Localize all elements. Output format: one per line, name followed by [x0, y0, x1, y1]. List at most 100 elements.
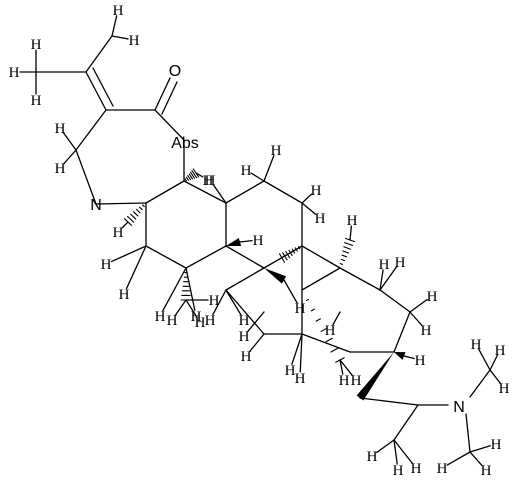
atom-label-layer: O Abs N N: [90, 63, 465, 416]
hydrogen-label: H: [367, 449, 378, 465]
c-h-bond: [291, 333, 303, 365]
c-h-bond: [489, 354, 498, 371]
hydrogen-label: H: [437, 461, 448, 477]
hash-stroke: [310, 308, 315, 312]
c-h-bond: [63, 149, 77, 165]
ring-bond: [301, 267, 341, 291]
c-h-bond: [239, 240, 253, 243]
c-h-bond: [393, 439, 398, 465]
hydrogen-label: H: [119, 287, 130, 303]
hydrogen-label: H: [203, 173, 214, 189]
c-h-bond: [212, 184, 227, 204]
hydrogen-label: H: [351, 373, 362, 389]
side-chain-wedge: [356, 352, 394, 401]
hash-stroke: [297, 246, 301, 250]
ring-bond: [225, 245, 265, 269]
c-h-bond: [301, 202, 317, 215]
c-h-bond: [125, 245, 147, 290]
hydrogen-label: H: [285, 363, 296, 379]
hydrogen-label: H: [491, 437, 502, 453]
hash-stroke: [325, 337, 333, 343]
bond-layer: [19, 15, 501, 467]
ring-bond: [339, 267, 381, 291]
hash-stroke: [339, 263, 344, 265]
n-methyl-bond: [469, 369, 491, 398]
hydrogen-label: H: [325, 323, 336, 339]
hash-stroke: [190, 171, 196, 179]
ring-bond: [185, 245, 227, 269]
c-h-bond: [409, 298, 428, 313]
hydrogen-label: H: [379, 257, 390, 273]
stereo-hash: [278, 246, 301, 263]
hydrogen-label: H: [9, 65, 20, 81]
methyl-bond: [393, 404, 419, 441]
ring-nitrogen-label: N: [90, 197, 102, 214]
hydrogen-label: H: [205, 313, 216, 329]
hash-stroke: [320, 328, 327, 332]
ring-bond: [301, 333, 351, 353]
hydrogen-label: H: [315, 211, 326, 227]
hydrogen-label: H: [471, 337, 482, 353]
hash-stroke: [185, 176, 189, 181]
hash-stroke: [184, 178, 187, 182]
n-methyl-bond: [465, 413, 471, 453]
hydrogen-label: H: [481, 463, 492, 479]
hash-stroke: [132, 211, 139, 217]
hydrogen-label: H: [495, 343, 506, 359]
ring-bond: [75, 149, 97, 205]
c-h-bond: [379, 266, 398, 291]
ring-bond: [225, 180, 265, 204]
c-h-bond: [469, 451, 483, 467]
ring-bond: [263, 245, 303, 269]
alkene-double-bond: [92, 67, 114, 107]
c-h-bond: [393, 439, 413, 464]
c-h-bond: [162, 267, 187, 312]
hydrogen-label: H: [421, 323, 432, 339]
hydrogen-label: H: [31, 37, 42, 53]
carbonyl-oxygen-label: O: [169, 63, 181, 80]
hydrogen-label: H: [167, 313, 178, 329]
hydrogen-label: H: [129, 33, 140, 49]
carbonyl-double-bond: [161, 81, 178, 115]
ring-bond: [301, 245, 341, 269]
alkene-double-bond: [85, 71, 107, 111]
hydrogen-label: H: [241, 163, 252, 179]
stereo-wedge: [264, 268, 287, 284]
hydrogen-label: H: [271, 143, 282, 159]
c-h-bond: [185, 267, 196, 311]
ring-bond: [154, 109, 185, 141]
c-h-bond: [185, 299, 198, 318]
stereo-hash: [339, 237, 356, 265]
hash-stroke: [342, 250, 350, 254]
hash-stroke: [340, 258, 346, 262]
hash-stroke: [344, 242, 354, 246]
hash-stroke: [341, 254, 348, 258]
ring-bond: [225, 267, 265, 291]
hash-stroke: [142, 204, 145, 208]
hydrogen-label: H: [209, 293, 220, 309]
hash-stroke: [343, 246, 352, 250]
c-h-bond: [376, 439, 395, 454]
ring-bond: [379, 289, 411, 313]
ring-oxygen-label: Abs: [171, 135, 199, 152]
hash-stroke: [135, 208, 141, 214]
hydrogen-label: H: [415, 353, 426, 369]
c-h-bond: [195, 172, 204, 178]
hydrogen-label: H: [411, 461, 422, 477]
c-h-bond: [299, 333, 303, 373]
c-h-bond: [403, 355, 415, 360]
hydrogen-label: H: [395, 255, 406, 271]
ring-bond: [183, 180, 227, 204]
hydrogen-label: H: [339, 373, 350, 389]
ring-bond: [95, 202, 147, 205]
c-h-bond: [111, 15, 118, 37]
hydrogen-label: H: [113, 225, 124, 241]
hydrogen-label: H: [241, 349, 252, 365]
c-h-bond: [339, 359, 344, 375]
hash-stroke: [305, 298, 310, 302]
ring-bond: [145, 245, 187, 269]
c-h-bond: [339, 359, 353, 376]
c-h-bond: [332, 311, 341, 326]
c-h-bond: [174, 299, 187, 316]
